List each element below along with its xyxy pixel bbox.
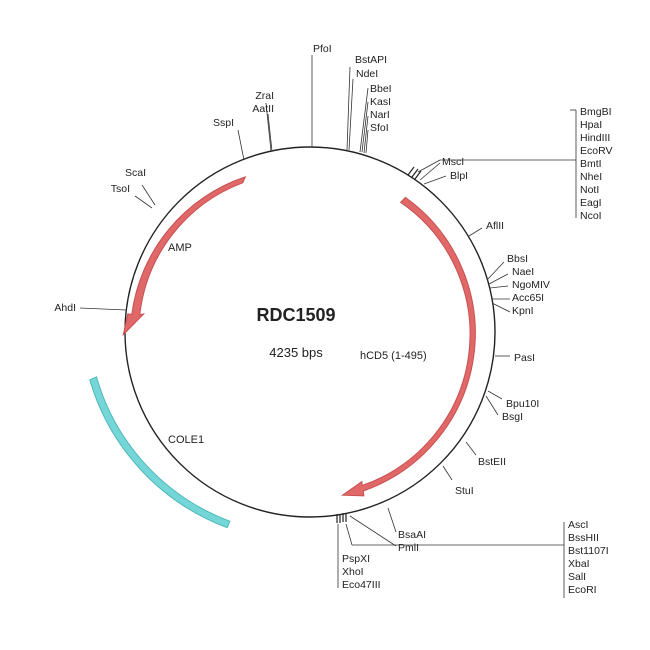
site-nari-label: NarI [370, 109, 390, 121]
plasmid-size: 4235 bps [269, 345, 323, 360]
site-pmli-label: PmlI [398, 542, 419, 554]
site-hpai-label: HpaI [580, 119, 602, 131]
site-bbei-label: BbeI [370, 83, 392, 95]
feature-label-cole1: COLE1 [168, 434, 204, 446]
site-ndei-line [348, 78, 354, 151]
site-ndei-label: NdeI [356, 68, 378, 80]
site-eagi-label: EagI [580, 197, 602, 209]
site-pasi-label: PasI [514, 352, 535, 364]
site-ecori-label: EcoRI [568, 584, 597, 596]
site-bsgi-label: BsgI [502, 411, 523, 423]
site-noti-label: NotI [580, 184, 599, 196]
site-pmli-line [349, 515, 397, 547]
site-nari-line [363, 115, 369, 154]
site-cluster-ticks [407, 166, 415, 176]
site-ngomiv-line [489, 285, 509, 289]
site-zrai-line [265, 102, 272, 152]
site-blpi-line [423, 175, 447, 185]
site-bmti-label: BmtI [580, 158, 602, 170]
site-bsteii-line [465, 441, 477, 456]
site-aflii-line [468, 227, 483, 237]
feature-label-hcd5: hCD5 (1-495) [360, 350, 427, 362]
site-bsgi-line [485, 395, 499, 416]
site-kasi-label: KasI [370, 96, 391, 108]
site-stui-label: StuI [455, 485, 474, 497]
site-sspi-label: SspI [213, 117, 234, 129]
site-scai-label: ScaI [125, 167, 146, 179]
site-pspxi-label: PspXI [342, 553, 370, 565]
site-stui-line [442, 465, 453, 481]
site-ecorv-label: EcoRV [580, 145, 613, 157]
site-asci-label: AscI [568, 519, 588, 531]
site-msci-label: MscI [442, 156, 464, 168]
hcd5-feature-arrow [340, 196, 476, 497]
plasmid-backbone [124, 146, 496, 518]
site-bbsi-line [486, 261, 505, 281]
site-bracket-bottom-connector [345, 523, 353, 546]
site-bsteii-label: BstEII [478, 456, 506, 468]
site-eco47iii-label: Eco47III [342, 579, 381, 591]
site-acc65i-label: Acc65I [512, 292, 544, 304]
site-xbai-label: XbaI [568, 558, 590, 570]
site-tsoi-line [134, 195, 153, 209]
site-msci-line [419, 162, 441, 181]
site-aatii-line [267, 113, 273, 152]
site-sali-label: SalI [568, 571, 586, 583]
site-scai-line [141, 184, 156, 206]
site-ahdi-label: AhdI [54, 302, 76, 314]
site-kasi-line [361, 101, 369, 153]
site-pfoi-label: PfoI [313, 43, 332, 55]
site-bracket-top-connector [417, 159, 441, 173]
site-bpu10i-line [487, 390, 503, 400]
site-cluster-tick [411, 168, 419, 178]
site-bsaai-line [387, 507, 397, 533]
site-hindiii-label: HindIII [580, 132, 610, 144]
site-sfoi-line [365, 129, 369, 154]
site-bbei-line [359, 87, 369, 153]
site-bbsi-label: BbsI [507, 253, 528, 265]
site-nhei-label: NheI [580, 171, 602, 183]
site-naei-line [488, 273, 509, 285]
site-ahdi-line [79, 307, 127, 311]
site-cluster-tick [414, 170, 422, 180]
site-bmgbi-label: BmgBI [580, 106, 612, 118]
site-bst1107i-label: Bst1107I [568, 545, 609, 557]
site-tsoi-label: TsoI [111, 183, 130, 195]
site-sspi-line [237, 129, 245, 161]
site-bstapi-label: BstAPI [355, 54, 387, 66]
site-zrai-label: ZraI [255, 90, 274, 102]
site-bstapi-line [346, 66, 351, 151]
cole1-feature [89, 376, 231, 529]
site-blpi-label: BlpI [450, 170, 468, 182]
site-kpni-line [491, 302, 511, 313]
site-xhoi-label: XhoI [342, 566, 364, 578]
site-kpni-label: KpnI [512, 305, 534, 317]
site-aatii-label: AatII [252, 103, 274, 115]
site-sfoi-label: SfoI [370, 122, 389, 134]
amp-feature-arrow [122, 176, 247, 337]
site-aflii-label: AflII [486, 220, 504, 232]
site-bsshii-label: BssHII [568, 532, 599, 544]
site-naei-label: NaeI [512, 266, 534, 278]
site-bsaai-label: BsaAI [398, 529, 426, 541]
site-bpu10i-label: Bpu10I [506, 398, 539, 410]
plasmid-name: RDC1509 [256, 305, 335, 325]
site-ncoi-label: NcoI [580, 210, 602, 222]
site-ngomiv-label: NgoMIV [512, 279, 550, 291]
feature-label-amp: AMP [168, 242, 192, 254]
